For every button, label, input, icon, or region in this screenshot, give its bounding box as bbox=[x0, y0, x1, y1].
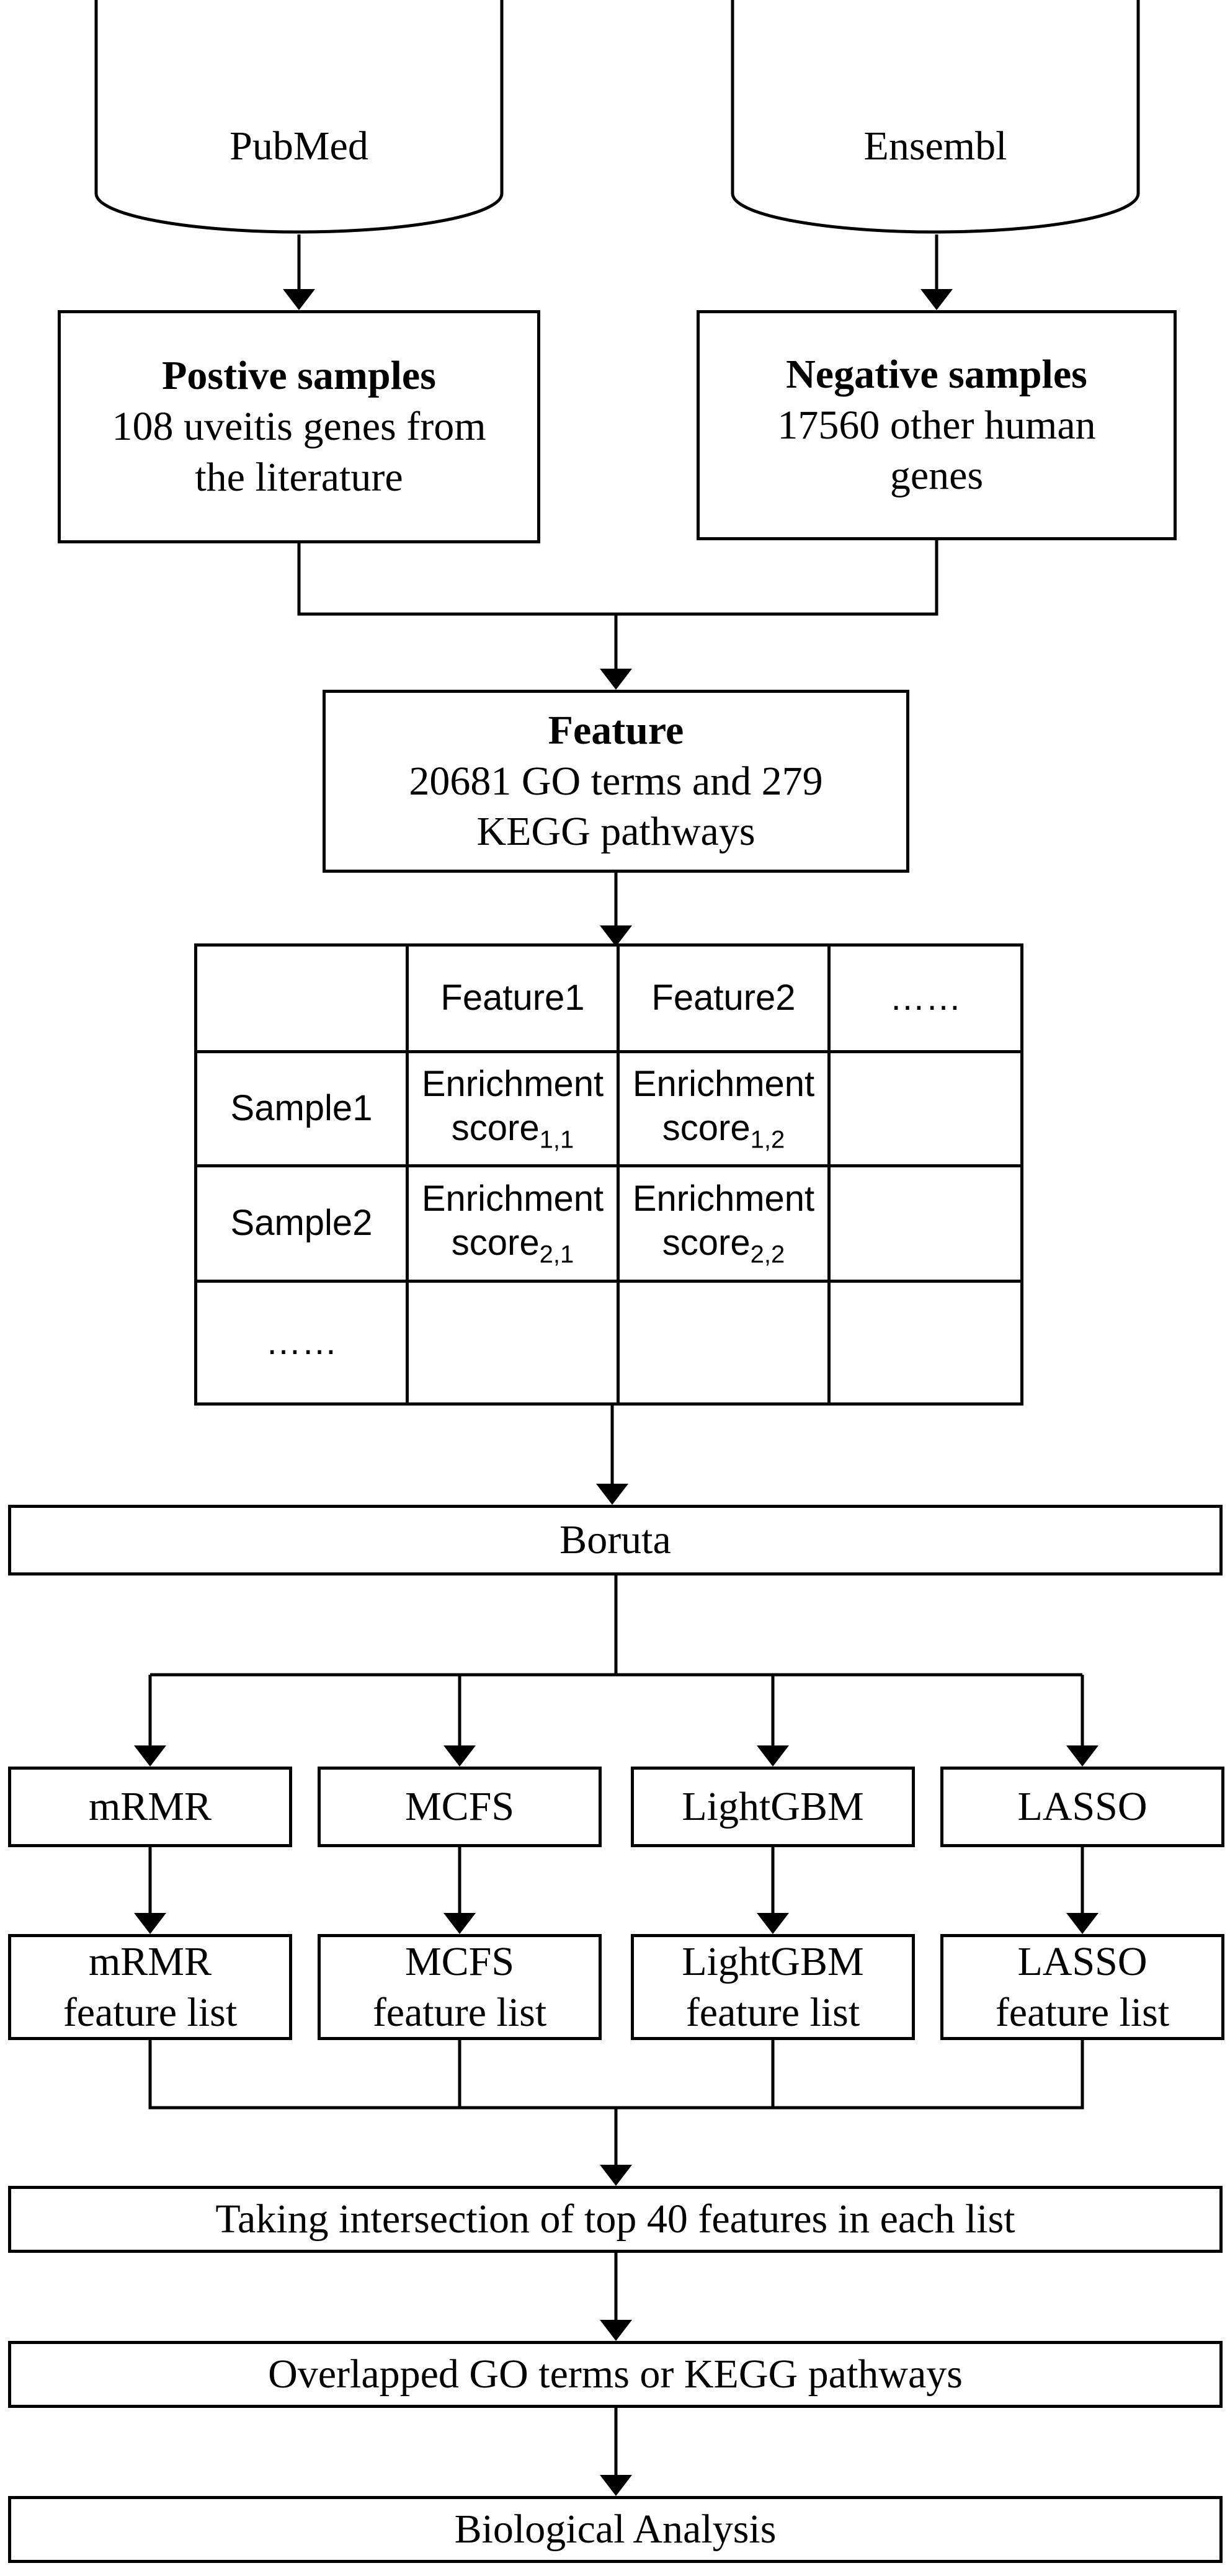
list-suffix: feature list bbox=[63, 1989, 238, 2035]
cell-score-1-2: Enrichment score1,2 bbox=[617, 1050, 831, 1167]
positive-line2: the literature bbox=[195, 454, 403, 500]
list-method-name: LightGBM bbox=[682, 1938, 864, 1984]
negative-line2: genes bbox=[889, 453, 984, 499]
arrowhead bbox=[1066, 1745, 1099, 1767]
arrowhead bbox=[600, 2475, 632, 2496]
row-header-sample2: Sample2 bbox=[194, 1164, 409, 1283]
arrowhead bbox=[443, 1913, 476, 1934]
arrowhead bbox=[134, 1745, 166, 1767]
mcfs-feature-list-box: MCFS feature list bbox=[318, 1934, 602, 2040]
arrowhead bbox=[134, 1913, 166, 1934]
arrowhead bbox=[443, 1745, 476, 1767]
arrowhead bbox=[920, 289, 953, 310]
table-cell-empty bbox=[617, 1280, 831, 1406]
lightgbm-box: LightGBM bbox=[631, 1767, 915, 1847]
pubmed-label: PubMed bbox=[230, 123, 368, 169]
lasso-box: LASSO bbox=[940, 1767, 1224, 1847]
col-header-ellipsis: …… bbox=[827, 943, 1023, 1053]
positive-title: Postive samples bbox=[162, 353, 436, 399]
arrowhead bbox=[600, 2165, 632, 2186]
table-cell-empty bbox=[827, 1280, 1023, 1406]
pubmed-database: PubMed bbox=[93, 0, 505, 237]
arrowhead bbox=[600, 2320, 632, 2341]
table-cell-empty bbox=[827, 1050, 1023, 1167]
feature-matrix-table: Feature1 Feature2 …… Sample1 Enrichment … bbox=[194, 943, 1023, 1406]
row-header-ellipsis: …… bbox=[194, 1280, 409, 1406]
lightgbm-feature-list-box: LightGBM feature list bbox=[631, 1934, 915, 2040]
lasso-feature-list-box: LASSO feature list bbox=[940, 1934, 1224, 2040]
arrowhead bbox=[600, 669, 632, 690]
table-row: …… bbox=[194, 1280, 1023, 1406]
col-header-feature1: Feature1 bbox=[406, 943, 620, 1053]
arrowhead bbox=[757, 1913, 789, 1934]
positive-line1: 108 uveitis genes from bbox=[112, 404, 486, 450]
table-cell-empty bbox=[194, 943, 409, 1053]
list-method-name: LASSO bbox=[1017, 1938, 1148, 1984]
intersection-box: Taking intersection of top 40 features i… bbox=[8, 2186, 1223, 2253]
arrowhead bbox=[596, 1484, 628, 1505]
feature-line2: KEGG pathways bbox=[476, 809, 755, 855]
merge-line-samples bbox=[297, 538, 938, 616]
cell-score-2-2: Enrichment score2,2 bbox=[617, 1164, 831, 1283]
table-row: Sample2 Enrichment score2,1 Enrichment s… bbox=[194, 1164, 1023, 1283]
arrowhead bbox=[283, 289, 315, 310]
table-cell-empty bbox=[406, 1280, 620, 1406]
negative-samples-box: Negative samples 17560 other human genes bbox=[697, 310, 1177, 540]
negative-line1: 17560 other human bbox=[777, 402, 1096, 448]
ensembl-label: Ensembl bbox=[863, 123, 1007, 169]
negative-title: Negative samples bbox=[786, 351, 1087, 397]
merge-line-lists bbox=[148, 2038, 1084, 2110]
feature-title: Feature bbox=[548, 707, 684, 753]
mrmr-box: mRMR bbox=[8, 1767, 292, 1847]
table-row: Feature1 Feature2 …… bbox=[194, 943, 1023, 1053]
list-suffix: feature list bbox=[372, 1989, 547, 2035]
database-icon bbox=[94, 0, 504, 234]
cell-score-2-1: Enrichment score2,1 bbox=[406, 1164, 620, 1283]
feature-line1: 20681 GO terms and 279 bbox=[409, 758, 823, 804]
arrowhead bbox=[757, 1745, 789, 1767]
mcfs-box: MCFS bbox=[318, 1767, 602, 1847]
ensembl-database: Ensembl bbox=[729, 0, 1141, 237]
arrowhead bbox=[600, 925, 632, 947]
arrowhead bbox=[1066, 1913, 1099, 1934]
overlapped-box: Overlapped GO terms or KEGG pathways bbox=[8, 2341, 1223, 2408]
mrmr-feature-list-box: mRMR feature list bbox=[8, 1934, 292, 2040]
list-suffix: feature list bbox=[995, 1989, 1170, 2035]
list-method-name: mRMR bbox=[88, 1938, 212, 1984]
col-header-feature2: Feature2 bbox=[617, 943, 831, 1053]
row-header-sample1: Sample1 bbox=[194, 1050, 409, 1167]
table-cell-empty bbox=[827, 1164, 1023, 1283]
list-method-name: MCFS bbox=[404, 1938, 515, 1984]
boruta-box: Boruta bbox=[8, 1505, 1223, 1575]
database-icon bbox=[731, 0, 1140, 234]
cell-score-1-1: Enrichment score1,1 bbox=[406, 1050, 620, 1167]
feature-box: Feature 20681 GO terms and 279 KEGG path… bbox=[323, 690, 909, 873]
list-suffix: feature list bbox=[685, 1989, 860, 2035]
positive-samples-box: Postive samples 108 uveitis genes from t… bbox=[58, 310, 540, 543]
table-row: Sample1 Enrichment score1,1 Enrichment s… bbox=[194, 1050, 1023, 1167]
biological-analysis-box: Biological Analysis bbox=[8, 2496, 1223, 2563]
